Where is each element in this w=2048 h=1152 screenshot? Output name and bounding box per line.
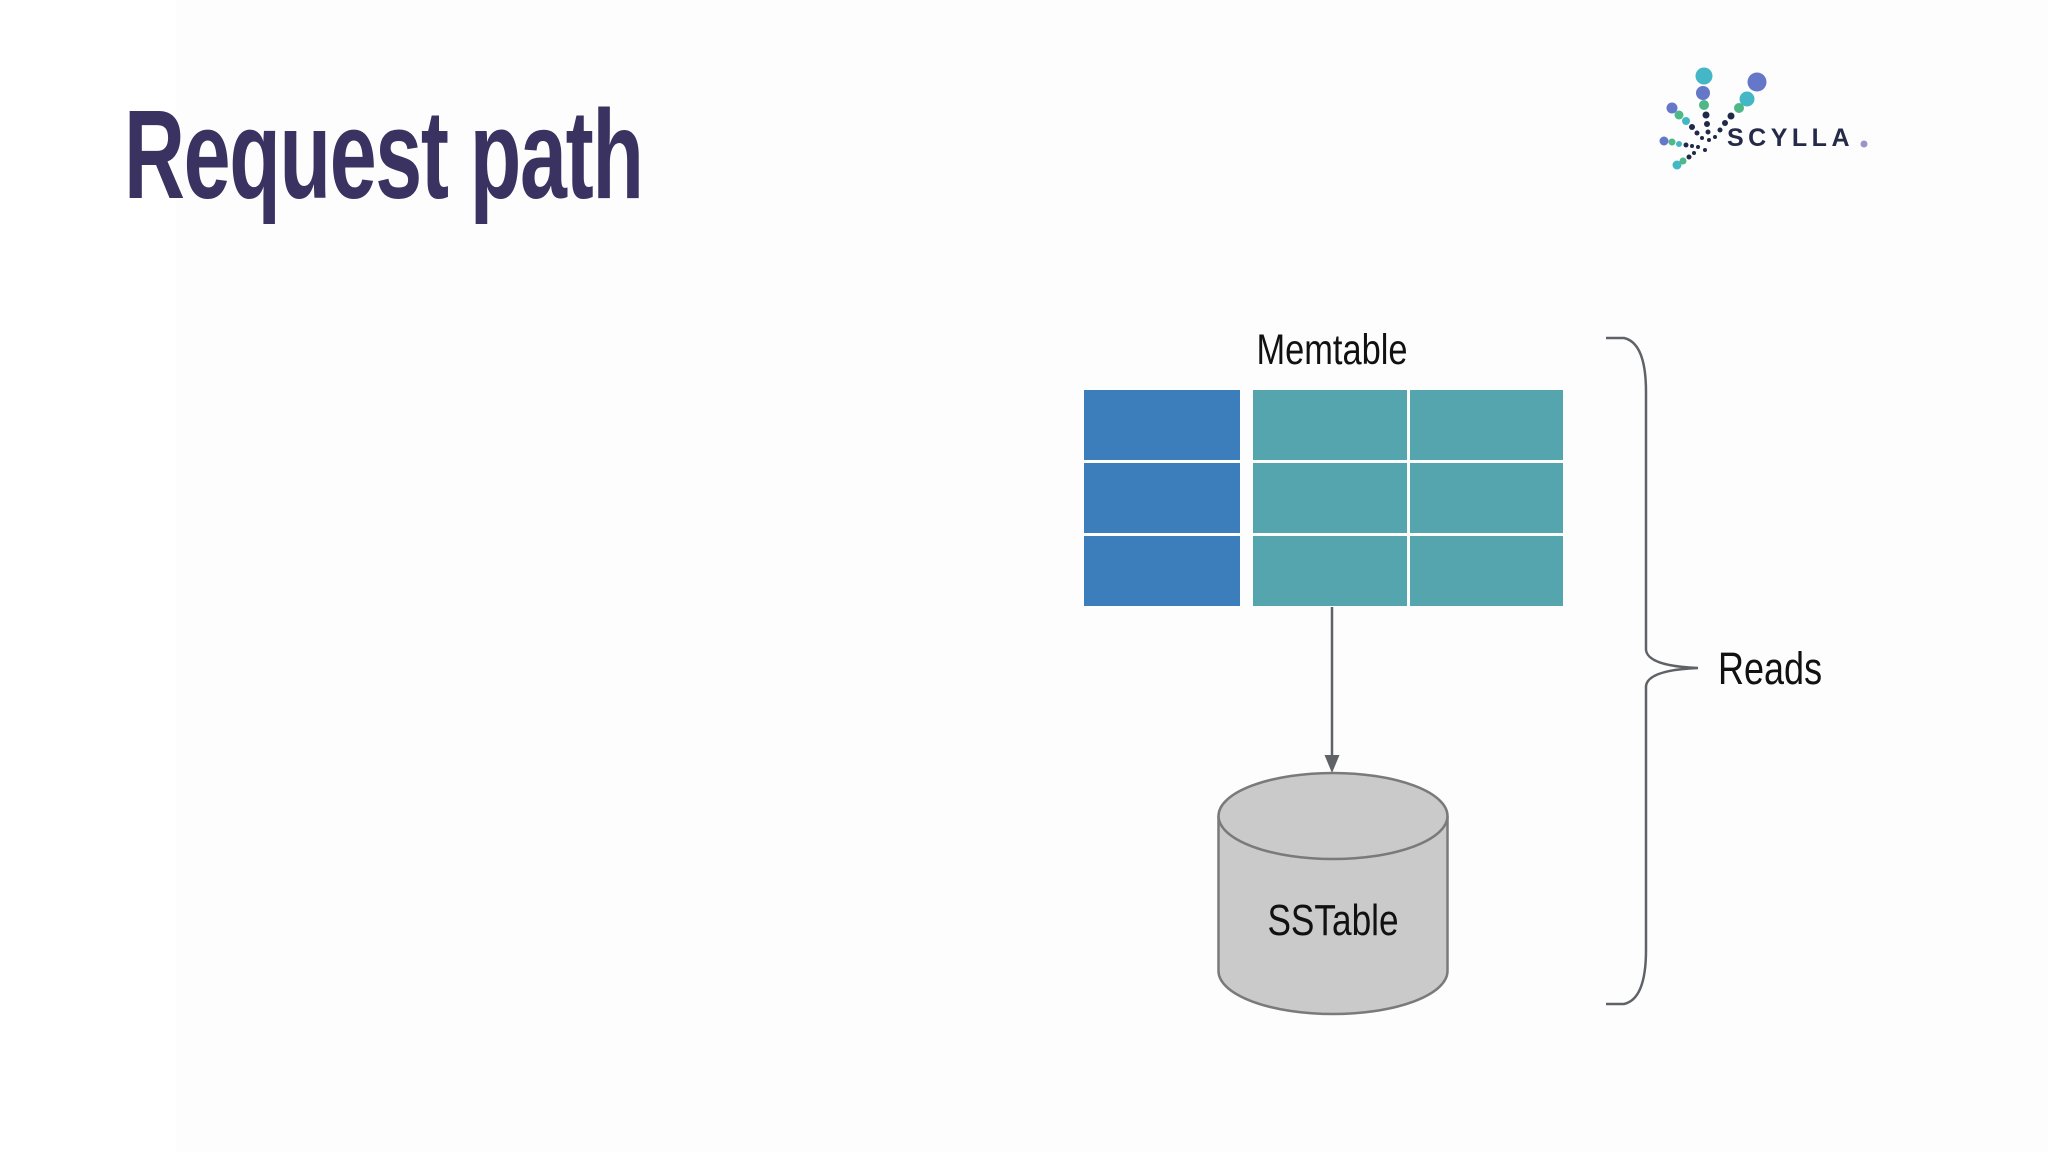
memtable-value-cell xyxy=(1253,463,1407,533)
memtable-value-columns xyxy=(1253,390,1563,606)
background-left-strip xyxy=(0,0,176,1152)
memtable-key-cell xyxy=(1084,463,1240,533)
memtable-grid xyxy=(1084,390,1563,606)
memtable-to-sstable-arrow xyxy=(1324,607,1340,773)
memtable-label: Memtable xyxy=(1256,326,1408,374)
slide-title: Request path xyxy=(124,84,644,225)
reads-label: Reads xyxy=(1718,643,1823,694)
memtable-value-cell xyxy=(1253,536,1407,606)
memtable-value-cell xyxy=(1409,536,1563,606)
scylla-logo-period xyxy=(1860,140,1868,148)
scylla-logo-burst-icon xyxy=(1659,67,1868,170)
memtable-value-cell xyxy=(1253,390,1407,460)
memtable-value-cell xyxy=(1409,390,1563,460)
memtable-key-cell xyxy=(1084,536,1240,606)
sstable-cylinder-icon xyxy=(1217,771,1449,1016)
sstable-label: SSTable xyxy=(1267,896,1399,945)
memtable-key-column xyxy=(1084,390,1240,606)
memtable-value-cell xyxy=(1409,463,1563,533)
scylla-logo-text: SCYLLA xyxy=(1727,124,1854,152)
memtable-key-cell xyxy=(1084,390,1240,460)
reads-brace xyxy=(1606,336,1699,1006)
